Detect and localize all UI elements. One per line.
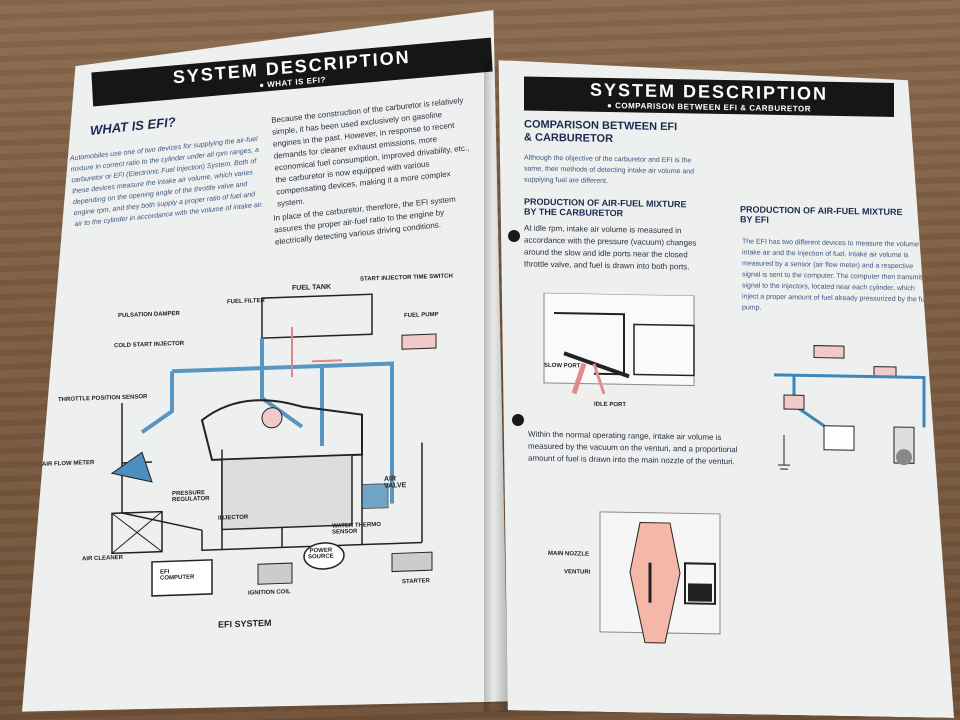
label-slow-port: SLOW PORT: [544, 362, 581, 370]
label-air-valve: AIR VALVE: [384, 475, 407, 490]
left-col1-text: Automobiles use one of two devices for s…: [69, 135, 264, 229]
ignition-coil-shape: [258, 563, 292, 584]
left-heading: WHAT IS EFI?: [89, 114, 177, 139]
carburetor-heading: PRODUCTION OF AIR-FUEL MIXTURE BY THE CA…: [524, 196, 687, 219]
fuel-line-red: [292, 325, 342, 377]
right-page: SYSTEM DESCRIPTION COMPARISON BETWEEN EF…: [494, 60, 954, 718]
label-efi-computer: EFI COMPUTER: [160, 569, 195, 582]
power-source-shape: [304, 542, 344, 569]
starter-shape: [392, 552, 432, 571]
right-heading: COMPARISON BETWEEN EFI & CARBURETOR: [524, 118, 678, 146]
left-page: SYSTEM DESCRIPTION WHAT IS EFI? WHAT IS …: [22, 10, 508, 719]
efi-system-diagram: [62, 260, 482, 605]
efi-computer-shape: [152, 560, 212, 596]
fuel-pump-shape: [402, 334, 436, 349]
binder-hole-bottom: [512, 414, 524, 426]
air-flow-meter-shape: [112, 452, 152, 483]
label-water-thermo-sensor: WATER THERMO SENSOR: [332, 521, 381, 536]
label-venturi: VENTURI: [564, 569, 591, 576]
right-intro-text: Although the objective of the carburetor…: [524, 154, 695, 185]
pressure-regulator-shape: [262, 407, 282, 428]
left-figure-caption: EFI SYSTEM: [218, 617, 272, 630]
efi-heading: PRODUCTION OF AIR-FUEL MIXTURE BY EFI: [740, 204, 903, 225]
label-main-nozzle: MAIN NOZZLE: [548, 550, 589, 558]
fuel-line-blue: [142, 334, 392, 513]
fuel-tank-shape: [262, 294, 372, 338]
label-pressure-regulator: PRESSURE REGULATOR: [172, 490, 210, 504]
engine-block: [222, 455, 352, 530]
carburetor-venturi-diagram: [590, 502, 730, 654]
air-cleaner-shape: [112, 512, 162, 554]
label-fuel-tank: FUEL TANK: [292, 283, 332, 293]
intake-manifold: [202, 397, 362, 461]
binder-hole-top: [508, 230, 520, 242]
label-power-source: POWER SOURCE: [308, 547, 334, 561]
label-idle-port: IDLE PORT: [594, 401, 627, 409]
left-col2-para1: Because the construction of the carburet…: [270, 95, 470, 209]
right-banner: SYSTEM DESCRIPTION COMPARISON BETWEEN EF…: [524, 77, 894, 117]
carburetor-idle-diagram: [534, 293, 704, 406]
carburetor-idle-text: At idle rpm, intake air volume is measur…: [524, 223, 697, 272]
efi-text: The EFI has two different devices to mea…: [742, 238, 932, 312]
air-valve-shape: [362, 484, 388, 509]
label-fuel-pump: FUEL PUMP: [404, 311, 439, 320]
label-starter: STARTER: [402, 578, 430, 586]
carburetor-normal-text: Within the normal operating range, intak…: [528, 429, 738, 467]
efi-small-diagram: [764, 335, 934, 478]
label-injector: INJECTOR: [218, 514, 249, 522]
